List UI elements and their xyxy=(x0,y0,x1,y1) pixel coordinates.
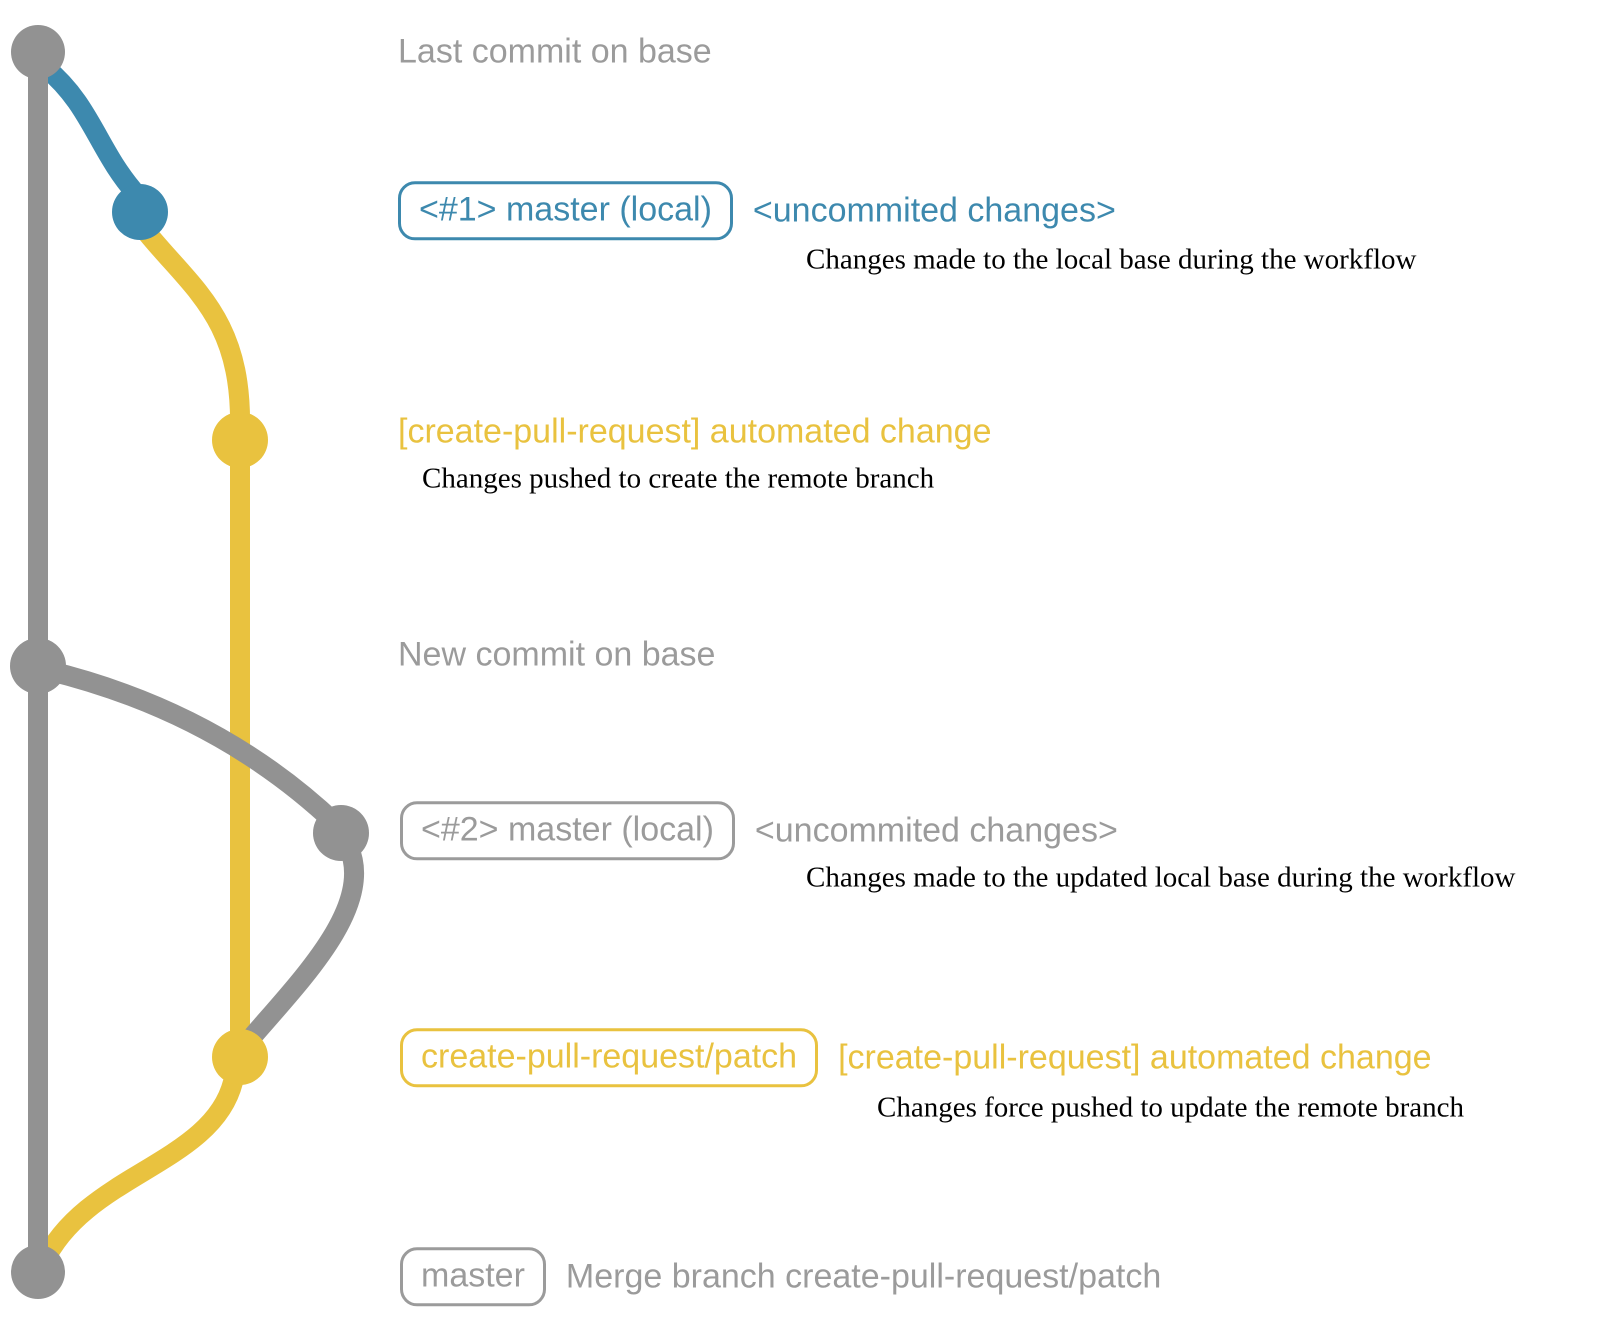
commit-message-automated-change-2: [create-pull-request] automated change xyxy=(838,1038,1432,1077)
local-change-2-curve xyxy=(36,660,346,834)
caption-local-changes-1: Changes made to the local base during th… xyxy=(806,243,1417,276)
row-last-commit-on-base: Last commit on base xyxy=(398,32,712,71)
row-merge-commit: master Merge branch create-pull-request/… xyxy=(400,1247,1162,1307)
local-change-2-push-curve xyxy=(236,838,365,1054)
caption-local-changes-2: Changes made to the updated local base d… xyxy=(806,861,1516,894)
branch-badge-master-local-1: <#1> master (local) xyxy=(398,181,733,241)
commit-node-merge xyxy=(11,1245,65,1299)
commit-node-local-1 xyxy=(112,184,168,240)
local-change-1-curve xyxy=(36,58,148,206)
commit-node-remote-2 xyxy=(212,1029,268,1085)
commit-message-uncommited-1: <uncommited changes> xyxy=(752,191,1116,230)
remote-branch-create-curve xyxy=(138,224,251,438)
row-new-commit-on-base: New commit on base xyxy=(398,635,715,674)
commit-message-new-commit: New commit on base xyxy=(398,635,716,674)
caption-force-push: Changes force pushed to update the remot… xyxy=(877,1091,1465,1124)
commit-node-base-last xyxy=(11,25,65,79)
commit-node-local-2 xyxy=(313,805,369,861)
branch-badge-master-local-2: <#2> master (local) xyxy=(400,801,735,861)
row-remote-commit-2: create-pull-request/patch [create-pull-r… xyxy=(400,1028,1432,1088)
caption-push-create: Changes pushed to create the remote bran… xyxy=(422,462,935,495)
branch-badge-create-pull-request-patch: create-pull-request/patch xyxy=(400,1028,819,1088)
row-remote-commit-1: [create-pull-request] automated change xyxy=(398,412,991,451)
commit-message-automated-change-1: [create-pull-request] automated change xyxy=(398,412,992,451)
commit-message-merge: Merge branch create-pull-request/patch xyxy=(565,1257,1162,1296)
remote-branch-merge-curve xyxy=(34,1072,243,1272)
row-local-commit-1: <#1> master (local) <uncommited changes> xyxy=(398,181,1116,241)
commit-node-remote-1 xyxy=(212,412,268,468)
row-local-commit-2: <#2> master (local) <uncommited changes> xyxy=(400,801,1118,861)
branch-badge-master: master xyxy=(400,1247,546,1307)
commit-node-base-new xyxy=(10,638,66,694)
commit-message-last-commit: Last commit on base xyxy=(398,32,712,71)
commit-message-uncommited-2: <uncommited changes> xyxy=(754,811,1118,850)
